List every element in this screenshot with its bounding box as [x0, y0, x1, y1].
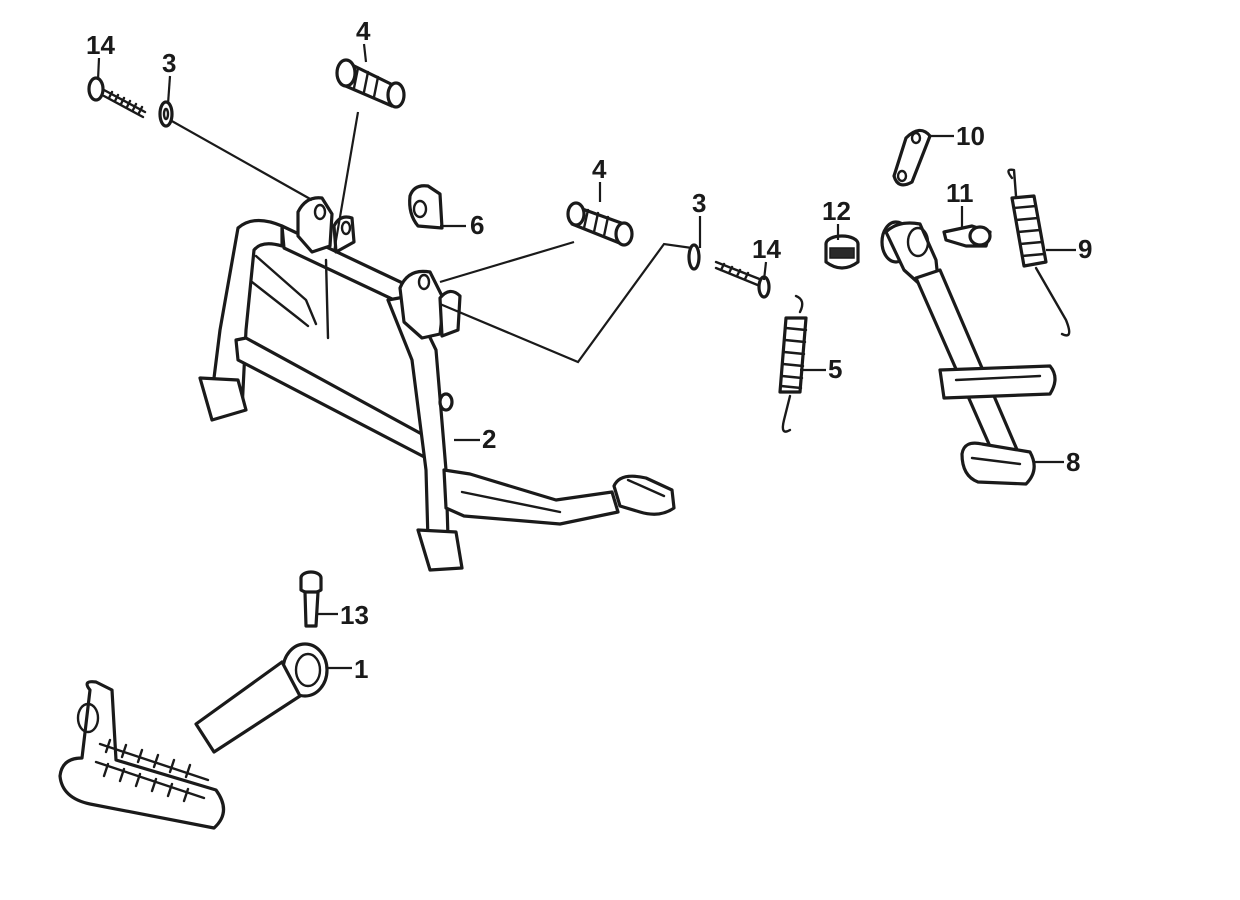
leader-lines: [96, 43, 1076, 670]
part-spring-9: [1007, 168, 1071, 337]
callout-2-main-stand: 2: [482, 424, 496, 454]
part-bracket-10: [892, 128, 932, 187]
callout-1-kick-lever: 1: [354, 654, 368, 684]
callout-14-left-bolt: 14: [86, 30, 115, 60]
callout-4-top-bushing: 4: [356, 16, 371, 46]
callout-8-side-stand: 8: [1066, 447, 1080, 477]
callout-3-right-washer: 3: [692, 188, 706, 218]
part-washer-3-right: [687, 243, 701, 271]
part-spring-cap-12: [824, 234, 860, 270]
callout-10-bracket: 10: [956, 121, 985, 151]
callout-9-long-spring: 9: [1078, 234, 1092, 264]
part-rubber-bushing-4-middle: [566, 201, 634, 247]
callout-5-spring: 5: [828, 354, 842, 384]
part-stopper-6: [408, 184, 444, 230]
callout-12-spring-cap: 12: [822, 196, 851, 226]
part-bolt-14-left: [87, 76, 147, 119]
callout-labels: 14 3 4 6 4 3 14 2 5 12 10 11 9 8 13 1: [86, 16, 1092, 684]
part-kick-lever-1: [58, 642, 329, 830]
part-spring-5: [778, 294, 808, 433]
callout-6-stopper: 6: [470, 210, 484, 240]
callout-3-left-washer: 3: [162, 48, 176, 78]
callout-14-right-bolt: 14: [752, 234, 781, 264]
callout-4-middle-bushing: 4: [592, 154, 607, 184]
part-rubber-bushing-4-top: [335, 58, 406, 109]
part-main-stand-2: [198, 196, 676, 572]
part-side-stand-8: [880, 220, 1057, 486]
callout-13-bolt: 13: [340, 600, 369, 630]
part-bolt-11: [942, 224, 992, 248]
part-washer-3-left: [158, 100, 174, 128]
callout-11-bolt: 11: [946, 178, 974, 208]
part-bolt-14-right: [714, 260, 771, 299]
part-bolt-13: [299, 570, 323, 628]
